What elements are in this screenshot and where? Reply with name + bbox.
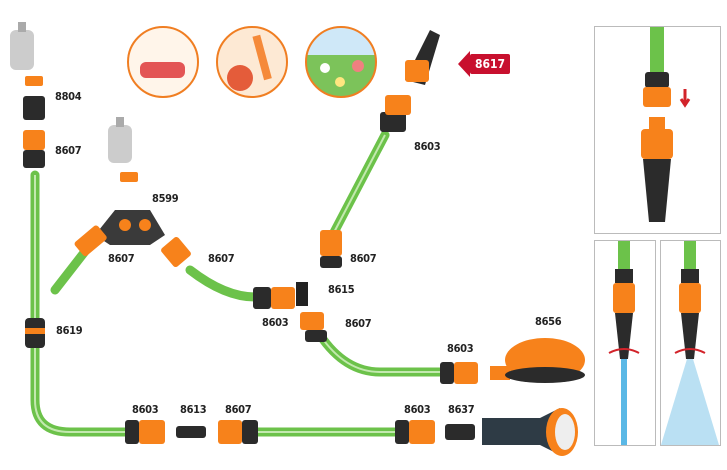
label-8637: 8637: [448, 403, 475, 416]
label-8615: 8615: [328, 283, 355, 296]
label-8607: 8607: [108, 252, 135, 265]
connect-detail-illustration: [641, 27, 691, 222]
detail-panel-jet: [594, 240, 656, 446]
vegetable-garden-icon: [216, 26, 288, 98]
jet-spray-illustration: [608, 241, 640, 445]
label-8603: 8603: [132, 403, 159, 416]
label-8603: 8603: [404, 403, 431, 416]
car-washing-icon: [127, 26, 199, 98]
label-8607: 8607: [208, 252, 235, 265]
tap-icon: [108, 117, 132, 163]
label-8607: 8607: [55, 144, 82, 157]
mist-spray-illustration: [661, 241, 719, 445]
hoses: [30, 130, 445, 437]
hose-middle: [185, 265, 260, 302]
label-8619: 8619: [56, 324, 83, 337]
label-8656: 8656: [535, 315, 562, 328]
label-8607: 8607: [225, 403, 252, 416]
label-8603: 8603: [447, 342, 474, 355]
label-8804: 8804: [55, 90, 82, 103]
hose-left: [30, 170, 130, 437]
arrow-8617-badge: 8617: [457, 51, 511, 77]
hose-lower-right: [315, 330, 445, 377]
label-8599: 8599: [152, 192, 179, 205]
connectors: [23, 30, 585, 456]
label-8603: 8603: [262, 316, 289, 329]
detail-panel-spray: [660, 240, 721, 446]
label-8607: 8607: [345, 317, 372, 330]
detail-panel-connect: [594, 26, 721, 234]
label-8613: 8613: [180, 403, 207, 416]
flower-garden-icon: [305, 26, 377, 98]
label-8607: 8607: [350, 252, 377, 265]
tap-icon: [10, 22, 34, 70]
label-8603: 8603: [414, 140, 441, 153]
